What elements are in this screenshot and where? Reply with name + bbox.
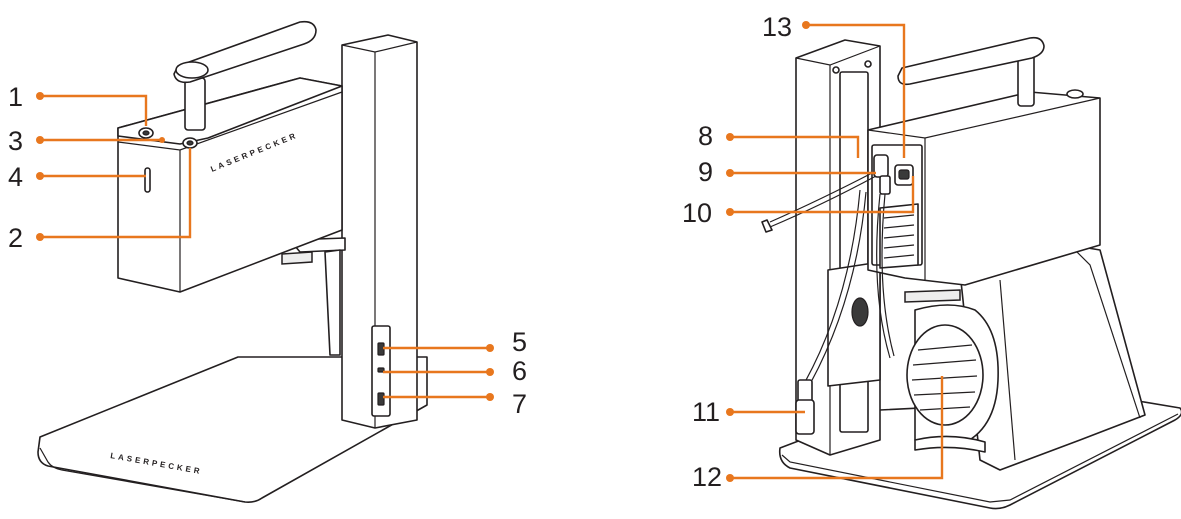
callout-10: 10 <box>682 198 712 228</box>
rear-laser-head <box>867 91 1101 286</box>
rear-view-callouts: 13 8 9 10 11 12 <box>682 12 944 492</box>
head-vent <box>879 203 919 269</box>
handle-post <box>184 77 206 131</box>
callout-1: 1 <box>8 82 23 112</box>
base-plate <box>37 356 428 503</box>
callout-6: 6 <box>512 356 527 386</box>
callout-9: 9 <box>698 157 713 187</box>
callout-3: 3 <box>8 126 23 156</box>
callout-8: 8 <box>698 121 713 151</box>
rear-connector-1 <box>873 154 889 178</box>
callout-11: 11 <box>692 397 720 427</box>
head-top-panel <box>117 77 343 145</box>
power-plug <box>797 379 813 403</box>
callout-7: 7 <box>512 389 527 419</box>
fan-grille <box>906 324 984 426</box>
rear-handle <box>897 36 1045 86</box>
column <box>341 34 418 429</box>
rear-view-machine <box>761 36 1181 510</box>
handle <box>173 20 317 84</box>
port-switch <box>377 367 385 373</box>
callout-12: 12 <box>692 462 722 492</box>
port-dc <box>377 392 385 406</box>
callout-2: 2 <box>8 223 23 253</box>
cable-end <box>761 219 773 233</box>
callout-5: 5 <box>512 327 527 357</box>
callout-4: 4 <box>8 162 23 192</box>
indicator-light <box>144 167 151 193</box>
front-view-machine: LASERPECKER LASERPECKER <box>37 20 428 503</box>
callout-13: 13 <box>762 12 792 42</box>
front-view-callouts: 1 2 3 4 5 6 7 <box>8 82 527 419</box>
